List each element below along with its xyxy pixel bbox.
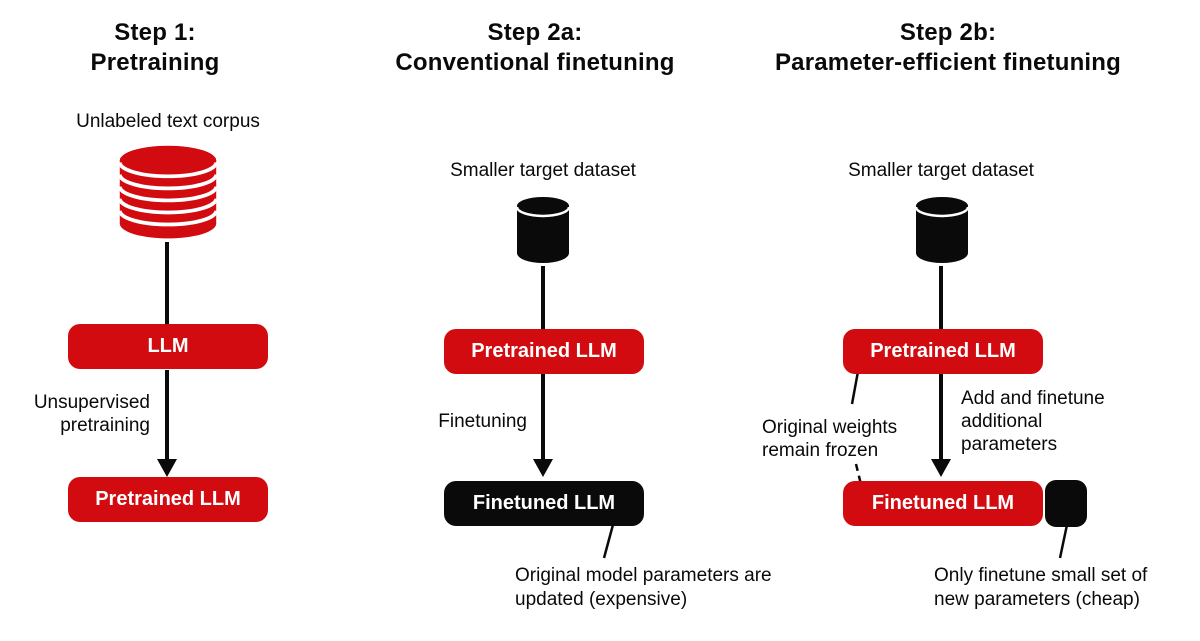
new-parameters-block [1045, 480, 1087, 527]
cylinder-icon [914, 196, 970, 266]
step2b-pretrained-llm-box: Pretrained LLM [843, 329, 1043, 374]
step1-arrowhead-icon [157, 459, 177, 477]
step1-llm-box: LLM [68, 324, 268, 369]
step2a-dataset-label: Smaller target dataset [450, 160, 636, 181]
step1-arrow-label: Unsupervised pretraining [33, 392, 150, 436]
step2b-title-line1: Step 2b: [899, 19, 997, 46]
step2a-footnote: Original model parameters are updated (e… [515, 565, 772, 610]
step2b-pretrained-llm-box-label: Pretrained LLM [870, 340, 1016, 362]
step2a-finetuned-llm-box-label: Finetuned LLM [472, 492, 616, 514]
step2b-title-line2: Parameter-efficient finetuning [774, 49, 1122, 76]
step2b-title: Step 2b: Parameter-efficient finetuning [748, 18, 1148, 78]
step2b-footnote: Only finetune small set of new parameter… [934, 565, 1148, 610]
step2a-pretrained-llm-box-label: Pretrained LLM [471, 340, 617, 362]
step1-pretrained-llm-box-label: Pretrained LLM [95, 488, 241, 510]
step1-title-line1: Step 1: [114, 19, 196, 46]
step1-title: Step 1: Pretraining [5, 18, 305, 78]
step2b-add-params-note: Add and finetune additional parameters [961, 388, 1105, 455]
step2a-title-line2: Conventional finetuning [395, 49, 675, 76]
step2a-arrowhead-icon [533, 459, 553, 477]
step2a-finetuned-llm-box: Finetuned LLM [444, 481, 644, 526]
step2b-finetuned-llm-box-label: Finetuned LLM [871, 492, 1015, 514]
step2a-footnote-pointer-line [602, 520, 616, 559]
step2b-arrowhead-icon [931, 459, 951, 477]
step2b-frozen-note: Original weights remain frozen [762, 417, 898, 461]
database-stack-icon [117, 144, 219, 242]
step2a-title-line1: Step 2a: [487, 19, 583, 46]
step1-title-line2: Pretraining [90, 49, 220, 76]
step1-dataset-label: Unlabeled text corpus [76, 111, 260, 132]
step2a-title: Step 2a: Conventional finetuning [335, 18, 735, 78]
step1-llm-box-label: LLM [147, 335, 189, 357]
step1-pretrained-llm-box: Pretrained LLM [68, 477, 268, 522]
cylinder-icon [515, 196, 571, 266]
step2a-pretrained-llm-box: Pretrained LLM [444, 329, 644, 374]
step2b-finetuned-llm-box: Finetuned LLM [843, 481, 1043, 526]
step2b-dataset-label: Smaller target dataset [848, 160, 1034, 181]
step2a-arrow-label: Finetuning [438, 411, 527, 432]
